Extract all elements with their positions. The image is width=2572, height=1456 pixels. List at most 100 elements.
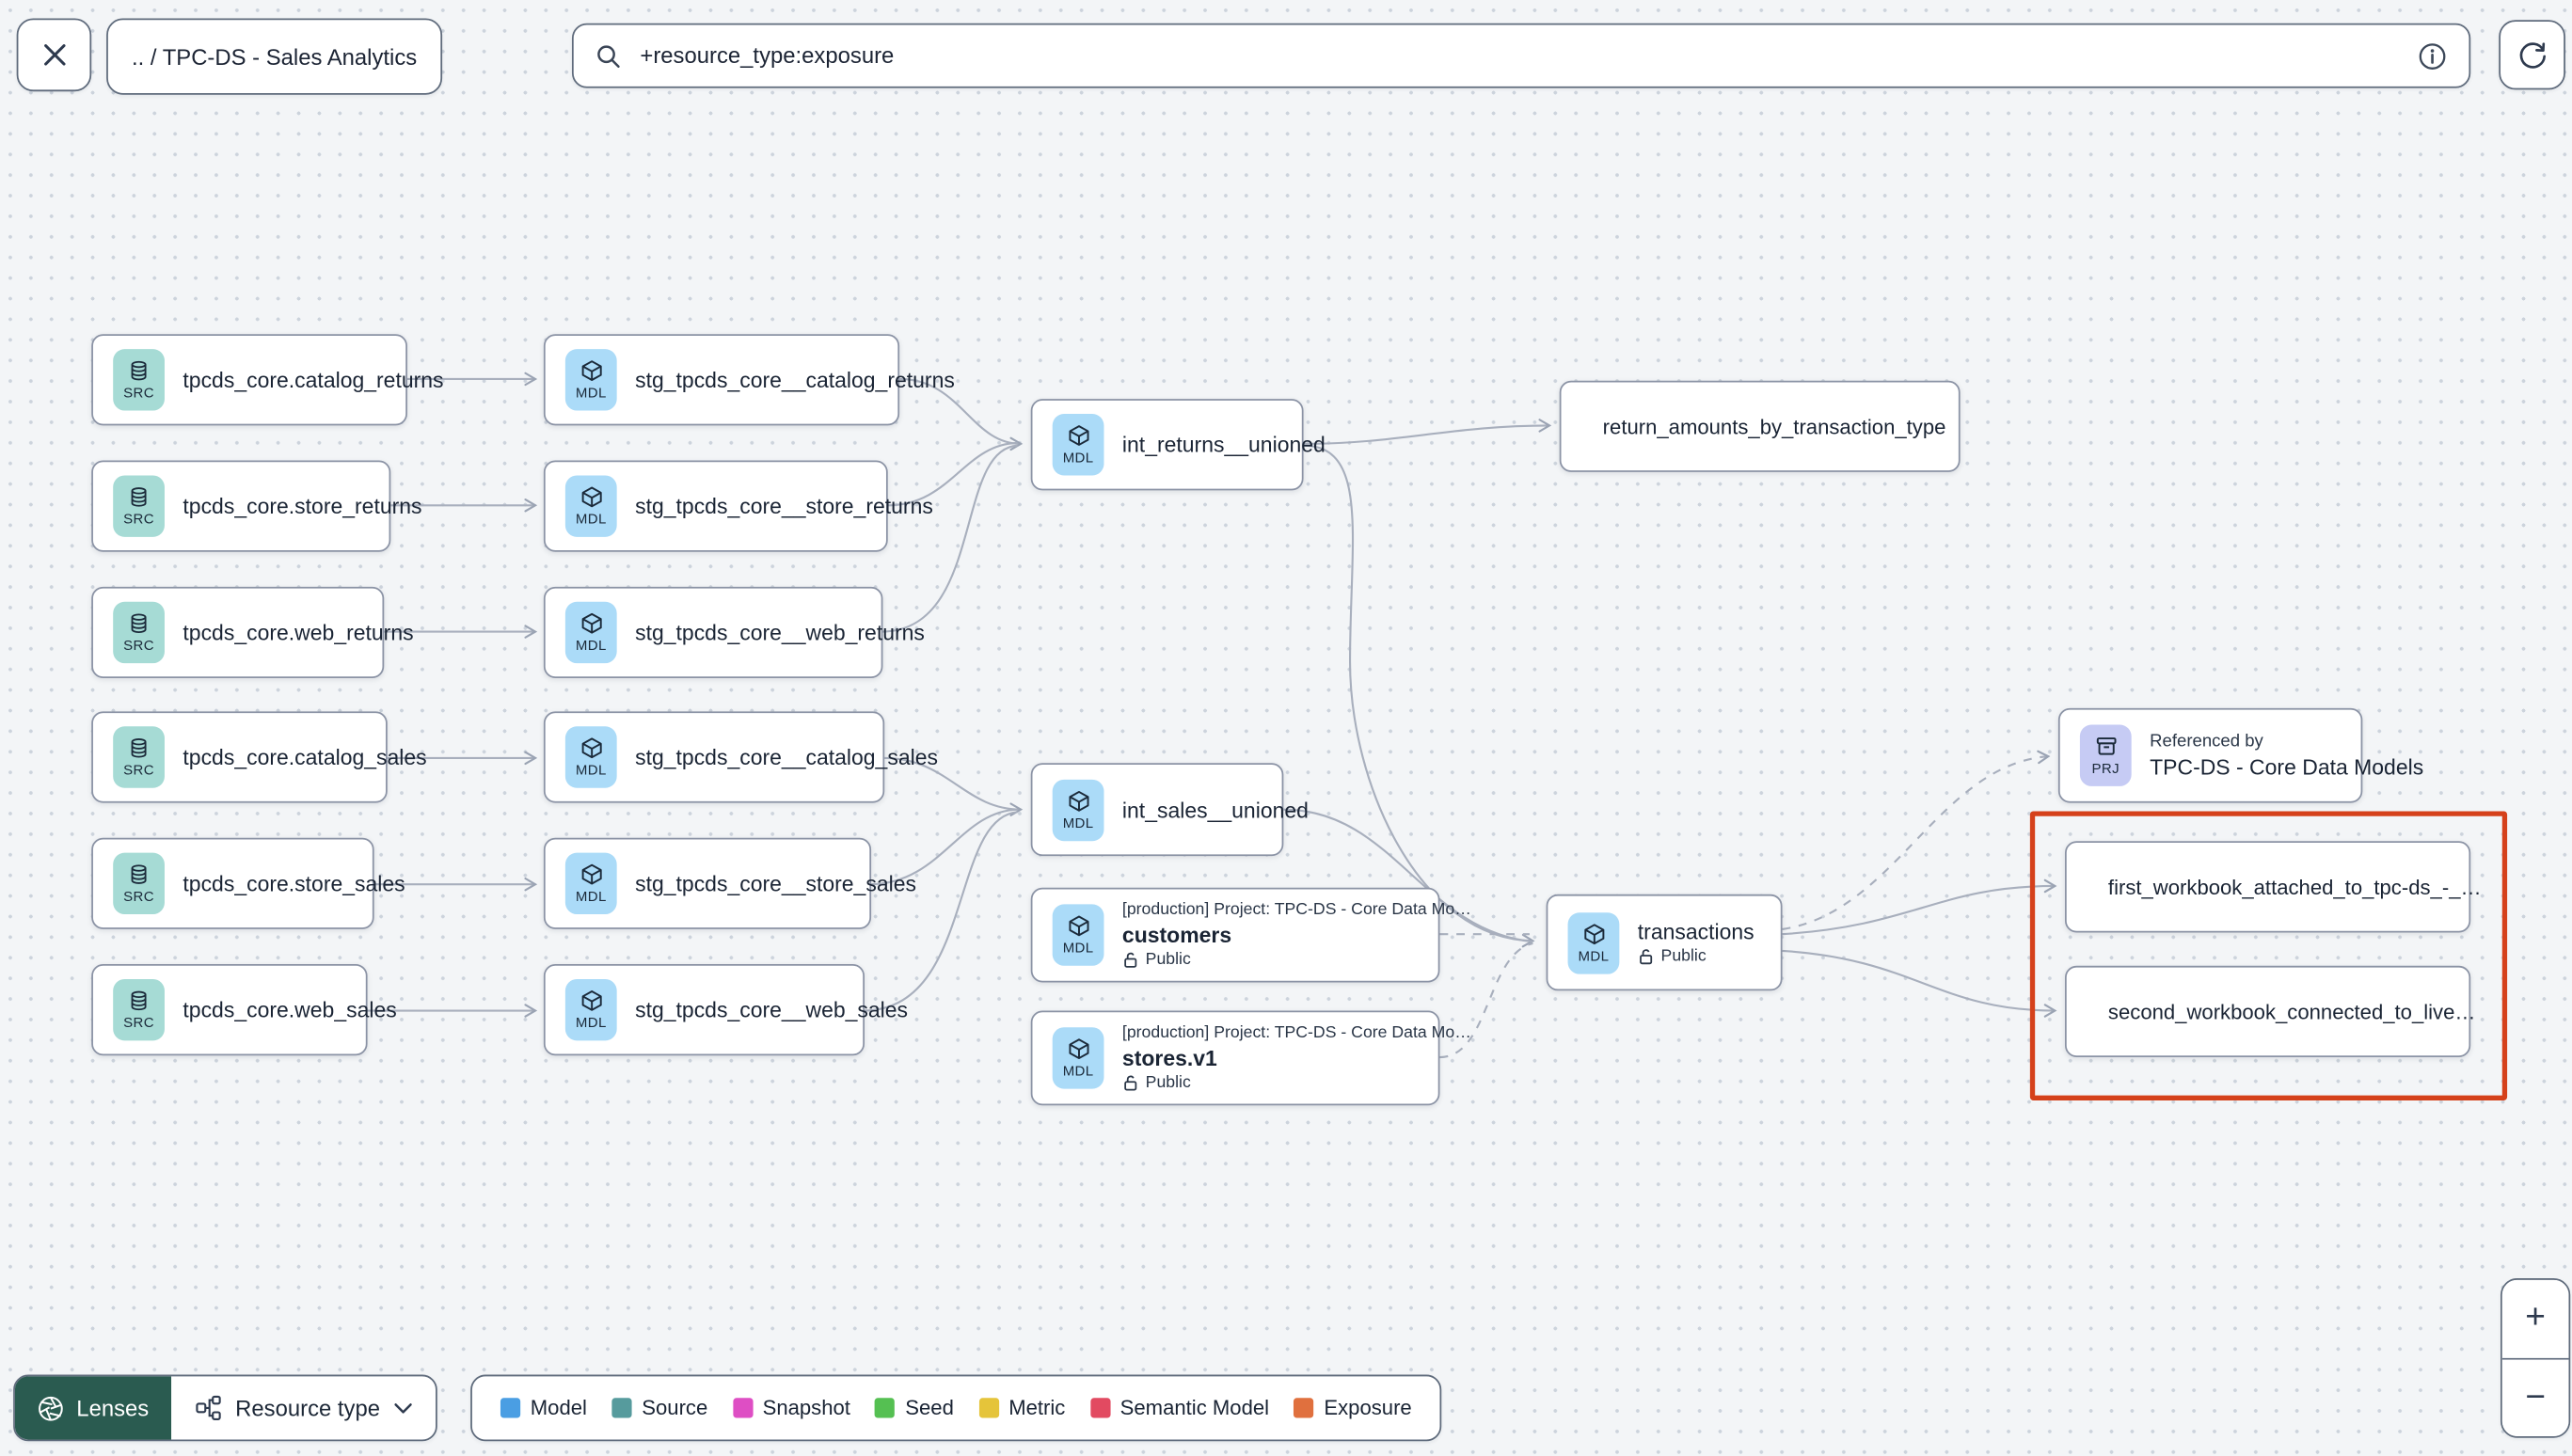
legend-item: Snapshot [732,1397,850,1419]
cube-icon [580,486,601,508]
node-transactions[interactable]: MDL transactions Public [1546,894,1783,991]
breadcrumb[interactable]: .. / TPC-DS - Sales Analytics [106,18,443,95]
model-badge: MDL [564,852,617,915]
cube-icon [1068,915,1088,937]
node-stg-web-returns[interactable]: MDL stg_tpcds_core__web_returns [543,586,925,679]
info-icon[interactable] [2418,40,2448,71]
badge-label: SRC [123,636,154,654]
node-stg-web-sales[interactable]: MDL stg_tpcds_core__web_sales [543,964,908,1056]
node-label: stg_tpcds_core__store_returns [635,493,933,519]
resource-type-icon [195,1395,220,1420]
model-badge: MDL [1052,414,1104,476]
chevron-down-icon [393,1402,412,1413]
badge-label: MDL [1062,939,1094,957]
cube-icon [1068,425,1088,446]
node-stg-store-sales[interactable]: MDL stg_tpcds_core__store_sales [543,837,916,929]
node-label: return_amounts_by_transaction_type [1602,414,1946,438]
close-icon [43,44,65,66]
legend-swatch-source [611,1398,632,1418]
node-source-catalog-returns[interactable]: SRC tpcds_core.catalog_returns [91,334,444,426]
cube-icon [1583,923,1604,944]
legend-item: Semantic Model [1089,1397,1269,1419]
node-int-returns-unioned[interactable]: MDL int_returns__unioned [1030,399,1326,491]
node-label: stg_tpcds_core__web_returns [635,620,925,645]
legend-item: Exposure [1294,1397,1412,1419]
legend-swatch-snapshot [732,1398,753,1418]
database-icon [131,738,147,758]
lenses-label: Lenses [76,1395,150,1421]
node-label: stg_tpcds_core__web_sales [635,997,909,1022]
node-visibility: Public [1122,1074,1419,1092]
source-badge: SRC [113,601,165,664]
search-icon [597,44,620,68]
badge-label: MDL [1062,449,1094,466]
node-label: stores.v1 [1121,1045,1217,1071]
node-source-store-returns[interactable]: SRC tpcds_core.store_returns [91,460,422,552]
zoom-in-button[interactable]: + [2501,1279,2569,1359]
model-badge: MDL [1052,1027,1104,1089]
lenses-button[interactable]: Lenses [14,1376,171,1440]
node-label: int_sales__unioned [1121,797,1309,822]
node-label: tpcds_core.web_sales [183,997,397,1022]
legend-swatch-model [500,1398,521,1418]
search-bar[interactable] [571,23,2471,88]
database-icon [131,864,147,884]
database-icon [131,613,147,633]
badge-label: MDL [575,636,607,654]
badge-label: MDL [575,1014,607,1031]
node-stg-catalog-sales[interactable]: MDL stg_tpcds_core__catalog_sales [543,711,938,803]
badge-label: MDL [1578,946,1610,964]
resource-type-dropdown[interactable]: Resource type [170,1376,435,1439]
zoom-out-button[interactable]: − [2501,1358,2569,1436]
node-source-web-returns[interactable]: SRC tpcds_core.web_returns [91,586,414,679]
badge-label: MDL [575,887,607,905]
node-stg-catalog-returns[interactable]: MDL stg_tpcds_core__catalog_returns [543,334,955,426]
node-visibility: Public [1638,947,1754,966]
node-project-label: [production] Project: TPC-DS - Core Data… [1121,1023,1471,1043]
breadcrumb-label: .. / TPC-DS - Sales Analytics [132,43,418,70]
node-exposure-second-workbook[interactable]: second_workbook_connected_to_live… [2064,965,2475,1058]
node-stg-store-returns[interactable]: MDL stg_tpcds_core__store_returns [543,460,933,552]
badge-label: MDL [1062,814,1094,831]
badge-label: SRC [123,1014,154,1031]
zoom-controls: + − [2501,1278,2571,1438]
refresh-icon [2518,41,2546,68]
archive-box-icon [2095,737,2116,755]
node-stores-v1[interactable]: MDL [production] Project: TPC-DS - Core … [1030,1010,1471,1106]
node-customers[interactable]: MDL [production] Project: TPC-DS - Core … [1030,887,1471,983]
legend-swatch-exposure [1294,1398,1314,1418]
resource-type-label: Resource type [235,1395,380,1421]
model-badge: MDL [564,475,617,537]
node-source-web-sales[interactable]: SRC tpcds_core.web_sales [91,964,397,1056]
node-label: tpcds_core.web_returns [183,620,414,645]
node-source-catalog-sales[interactable]: SRC tpcds_core.catalog_sales [91,711,427,803]
node-referenced-by-project[interactable]: PRJ Referenced by TPC-DS - Core Data Mod… [2057,707,2424,803]
source-badge: SRC [113,475,165,537]
legend-item: Seed [875,1397,954,1419]
search-input[interactable] [636,41,2403,71]
resource-type-legend: Model Source Snapshot Seed Metric Semant… [470,1374,1442,1442]
badge-label: MDL [1062,1062,1094,1079]
source-badge: SRC [113,726,165,788]
node-label: stg_tpcds_core__catalog_sales [635,744,938,770]
node-label: tpcds_core.catalog_returns [183,367,444,393]
refresh-button[interactable] [2499,20,2565,90]
model-badge: MDL [1052,778,1104,841]
badge-label: SRC [123,887,154,905]
source-badge: SRC [113,852,165,915]
node-source-store-sales[interactable]: SRC tpcds_core.store_sales [91,837,405,929]
database-icon [131,360,147,381]
close-button[interactable] [16,18,92,92]
node-exposure-first-workbook[interactable]: first_workbook_attached_to_tpc-ds_-_… [2064,841,2482,933]
node-label: stg_tpcds_core__store_sales [635,871,916,896]
database-icon [131,487,147,507]
aperture-icon [39,1396,63,1420]
node-label: TPC-DS - Core Data Models [2150,754,2424,780]
badge-label: PRJ [2091,759,2120,777]
node-int-sales-unioned[interactable]: MDL int_sales__unioned [1030,763,1309,857]
node-exposure-return-amounts[interactable]: return_amounts_by_transaction_type [1559,380,1961,472]
legend-swatch-seed [875,1398,896,1418]
legend-item: Source [611,1397,707,1419]
node-label: tpcds_core.store_sales [183,871,405,896]
